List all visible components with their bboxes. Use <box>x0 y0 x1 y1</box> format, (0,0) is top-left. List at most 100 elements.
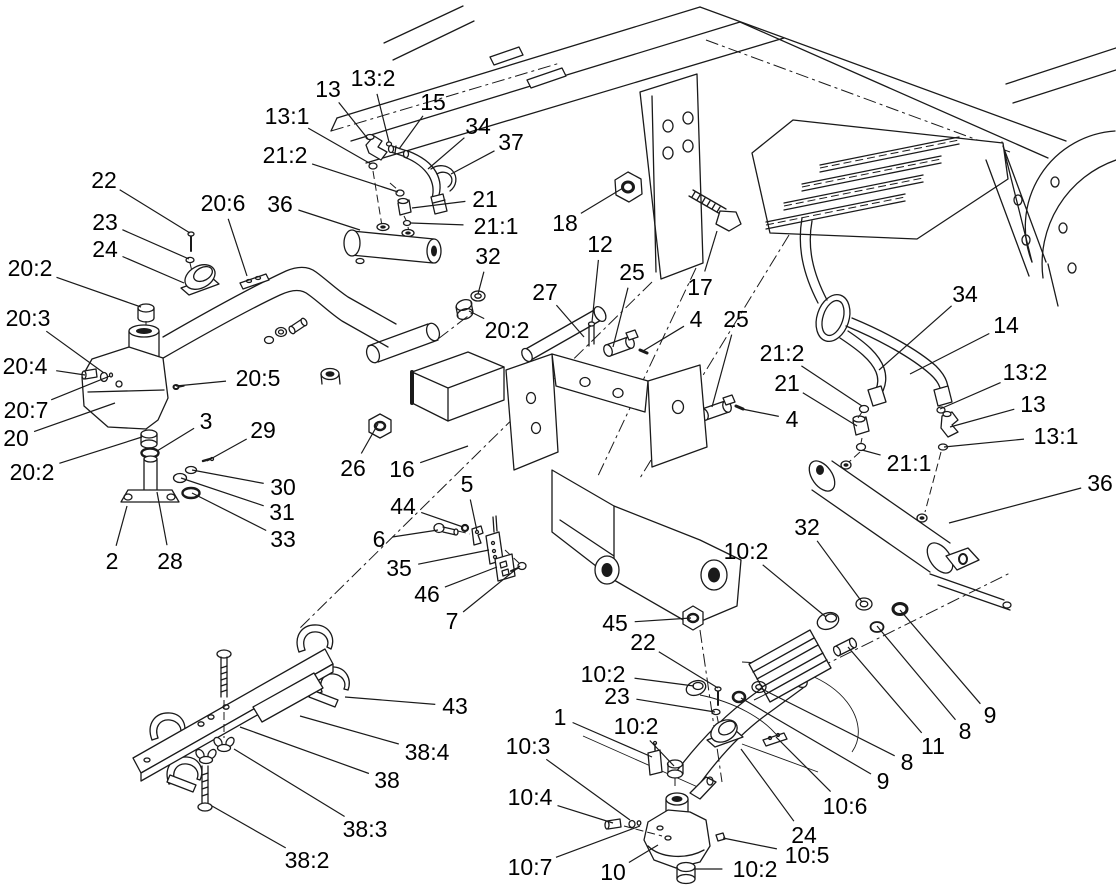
leader-line-1 <box>572 721 653 758</box>
callout-8: 8 <box>959 718 972 744</box>
washer-10-7 <box>636 820 642 826</box>
callout-38:2: 38:2 <box>285 847 330 873</box>
carriage-bolt-top <box>216 649 232 698</box>
right-axle-half <box>675 597 909 790</box>
leader-line-34 <box>427 137 465 170</box>
hose-14 <box>845 325 942 395</box>
spindle-housing-20 <box>81 303 185 430</box>
callout-20:3: 20:3 <box>6 305 51 331</box>
bar-43 <box>132 648 334 774</box>
fender-panel <box>1001 47 1116 307</box>
spacer-sleeve <box>367 323 439 363</box>
construction-lines <box>298 234 1013 789</box>
leader-line-10:5 <box>722 837 778 850</box>
carriage-bolt-bottom <box>197 765 213 812</box>
callout-6: 6 <box>373 526 386 552</box>
callout-13:1: 13:1 <box>265 103 310 129</box>
decal-strip-10-6 <box>762 732 788 747</box>
callout-43: 43 <box>442 693 468 719</box>
leader-line-13:2 <box>376 93 390 143</box>
leader-line-33 <box>191 492 267 532</box>
leader-line-10:4 <box>557 805 614 824</box>
wing-nut-38-3 <box>213 736 235 753</box>
leader-line-2 <box>115 505 128 546</box>
washer-30 <box>184 465 198 475</box>
callout-10:6: 10:6 <box>823 793 868 819</box>
leader-line-21:1 <box>861 449 881 456</box>
frame-bracket <box>639 73 704 280</box>
leader-line-46 <box>444 566 498 588</box>
leader-line-10:2 <box>649 740 675 767</box>
callout-10:7: 10:7 <box>508 854 553 880</box>
leader-line-20 <box>33 402 116 433</box>
o-ring-21-1-right <box>855 442 867 452</box>
leader-line-43 <box>344 696 436 705</box>
callout-12: 12 <box>587 231 613 257</box>
leader-line-35 <box>418 549 490 565</box>
plate-46 <box>494 553 516 582</box>
leader-line-8 <box>759 687 895 757</box>
hose-clamp-loop <box>815 293 851 343</box>
washer-20-7 <box>108 372 114 378</box>
leader-line-4 <box>741 408 779 417</box>
hex-bolt-17 <box>688 189 742 232</box>
callout-36: 36 <box>1087 470 1113 496</box>
leader-line-3 <box>156 427 195 452</box>
callout-32: 32 <box>475 243 501 269</box>
hex-nut-26 <box>368 413 392 439</box>
wing-nut-38-3 <box>195 748 217 765</box>
callout-20:7: 20:7 <box>4 397 49 423</box>
leader-line-21 <box>802 392 858 427</box>
callout-4: 4 <box>786 406 799 432</box>
spindle-housing-10 <box>604 740 726 885</box>
callout-25: 25 <box>619 259 645 285</box>
callout-18: 18 <box>552 210 578 236</box>
bushing-10-2-upper <box>816 611 840 631</box>
callout-13:1: 13:1 <box>1034 423 1079 449</box>
leader-line-13:1 <box>943 438 1025 448</box>
spacer-11 <box>832 637 858 657</box>
hose-34 <box>407 150 441 199</box>
roll-pin-4-left <box>638 348 649 355</box>
callout-46: 46 <box>414 581 440 607</box>
clevis-pin-25-left <box>603 329 639 357</box>
callout-11: 11 <box>921 733 945 759</box>
callout-21: 21 <box>774 370 800 396</box>
set-screw-10-5 <box>715 832 726 842</box>
callout-23: 23 <box>604 683 630 709</box>
callout-38: 38 <box>374 767 400 793</box>
leader-line-20:5 <box>175 380 227 387</box>
leader-line-21 <box>411 200 466 209</box>
callout-10:2: 10:2 <box>614 713 659 739</box>
bushing-20-2-mid <box>320 367 341 385</box>
callout-34: 34 <box>952 281 978 307</box>
leader-line-20:3 <box>45 330 105 374</box>
leader-line-15 <box>398 115 424 150</box>
callout-16: 16 <box>389 456 415 482</box>
leader-line-13 <box>338 102 369 140</box>
bearing-cap-24 <box>180 231 220 296</box>
clip-5 <box>471 525 484 546</box>
o-ring-13-2-right <box>936 406 946 414</box>
callout-21:2: 21:2 <box>760 340 805 366</box>
leader-line-36 <box>948 487 1082 524</box>
leader-line-20:6 <box>227 218 248 277</box>
bearing-cap-24-lower <box>685 679 744 748</box>
callout-10:4: 10:4 <box>508 784 553 810</box>
pin-12 <box>588 322 595 347</box>
elbow-fitting-13 <box>365 135 388 161</box>
leader-line-24 <box>740 748 795 822</box>
callout-21:1: 21:1 <box>474 213 519 239</box>
front-axle <box>157 266 486 439</box>
o-ring-9-lower <box>731 690 747 704</box>
pivot-rod-27 <box>521 305 745 421</box>
callout-33: 33 <box>270 526 296 552</box>
leader-line-16 <box>420 445 469 464</box>
leader-line-38 <box>239 726 370 775</box>
leader-line-38:2 <box>211 805 286 849</box>
leader-line-38:4 <box>299 715 399 745</box>
washer-31 <box>172 472 188 484</box>
callout-22: 22 <box>630 629 656 655</box>
bushing-10-2-cap <box>685 679 707 697</box>
callout-4: 4 <box>690 306 703 332</box>
